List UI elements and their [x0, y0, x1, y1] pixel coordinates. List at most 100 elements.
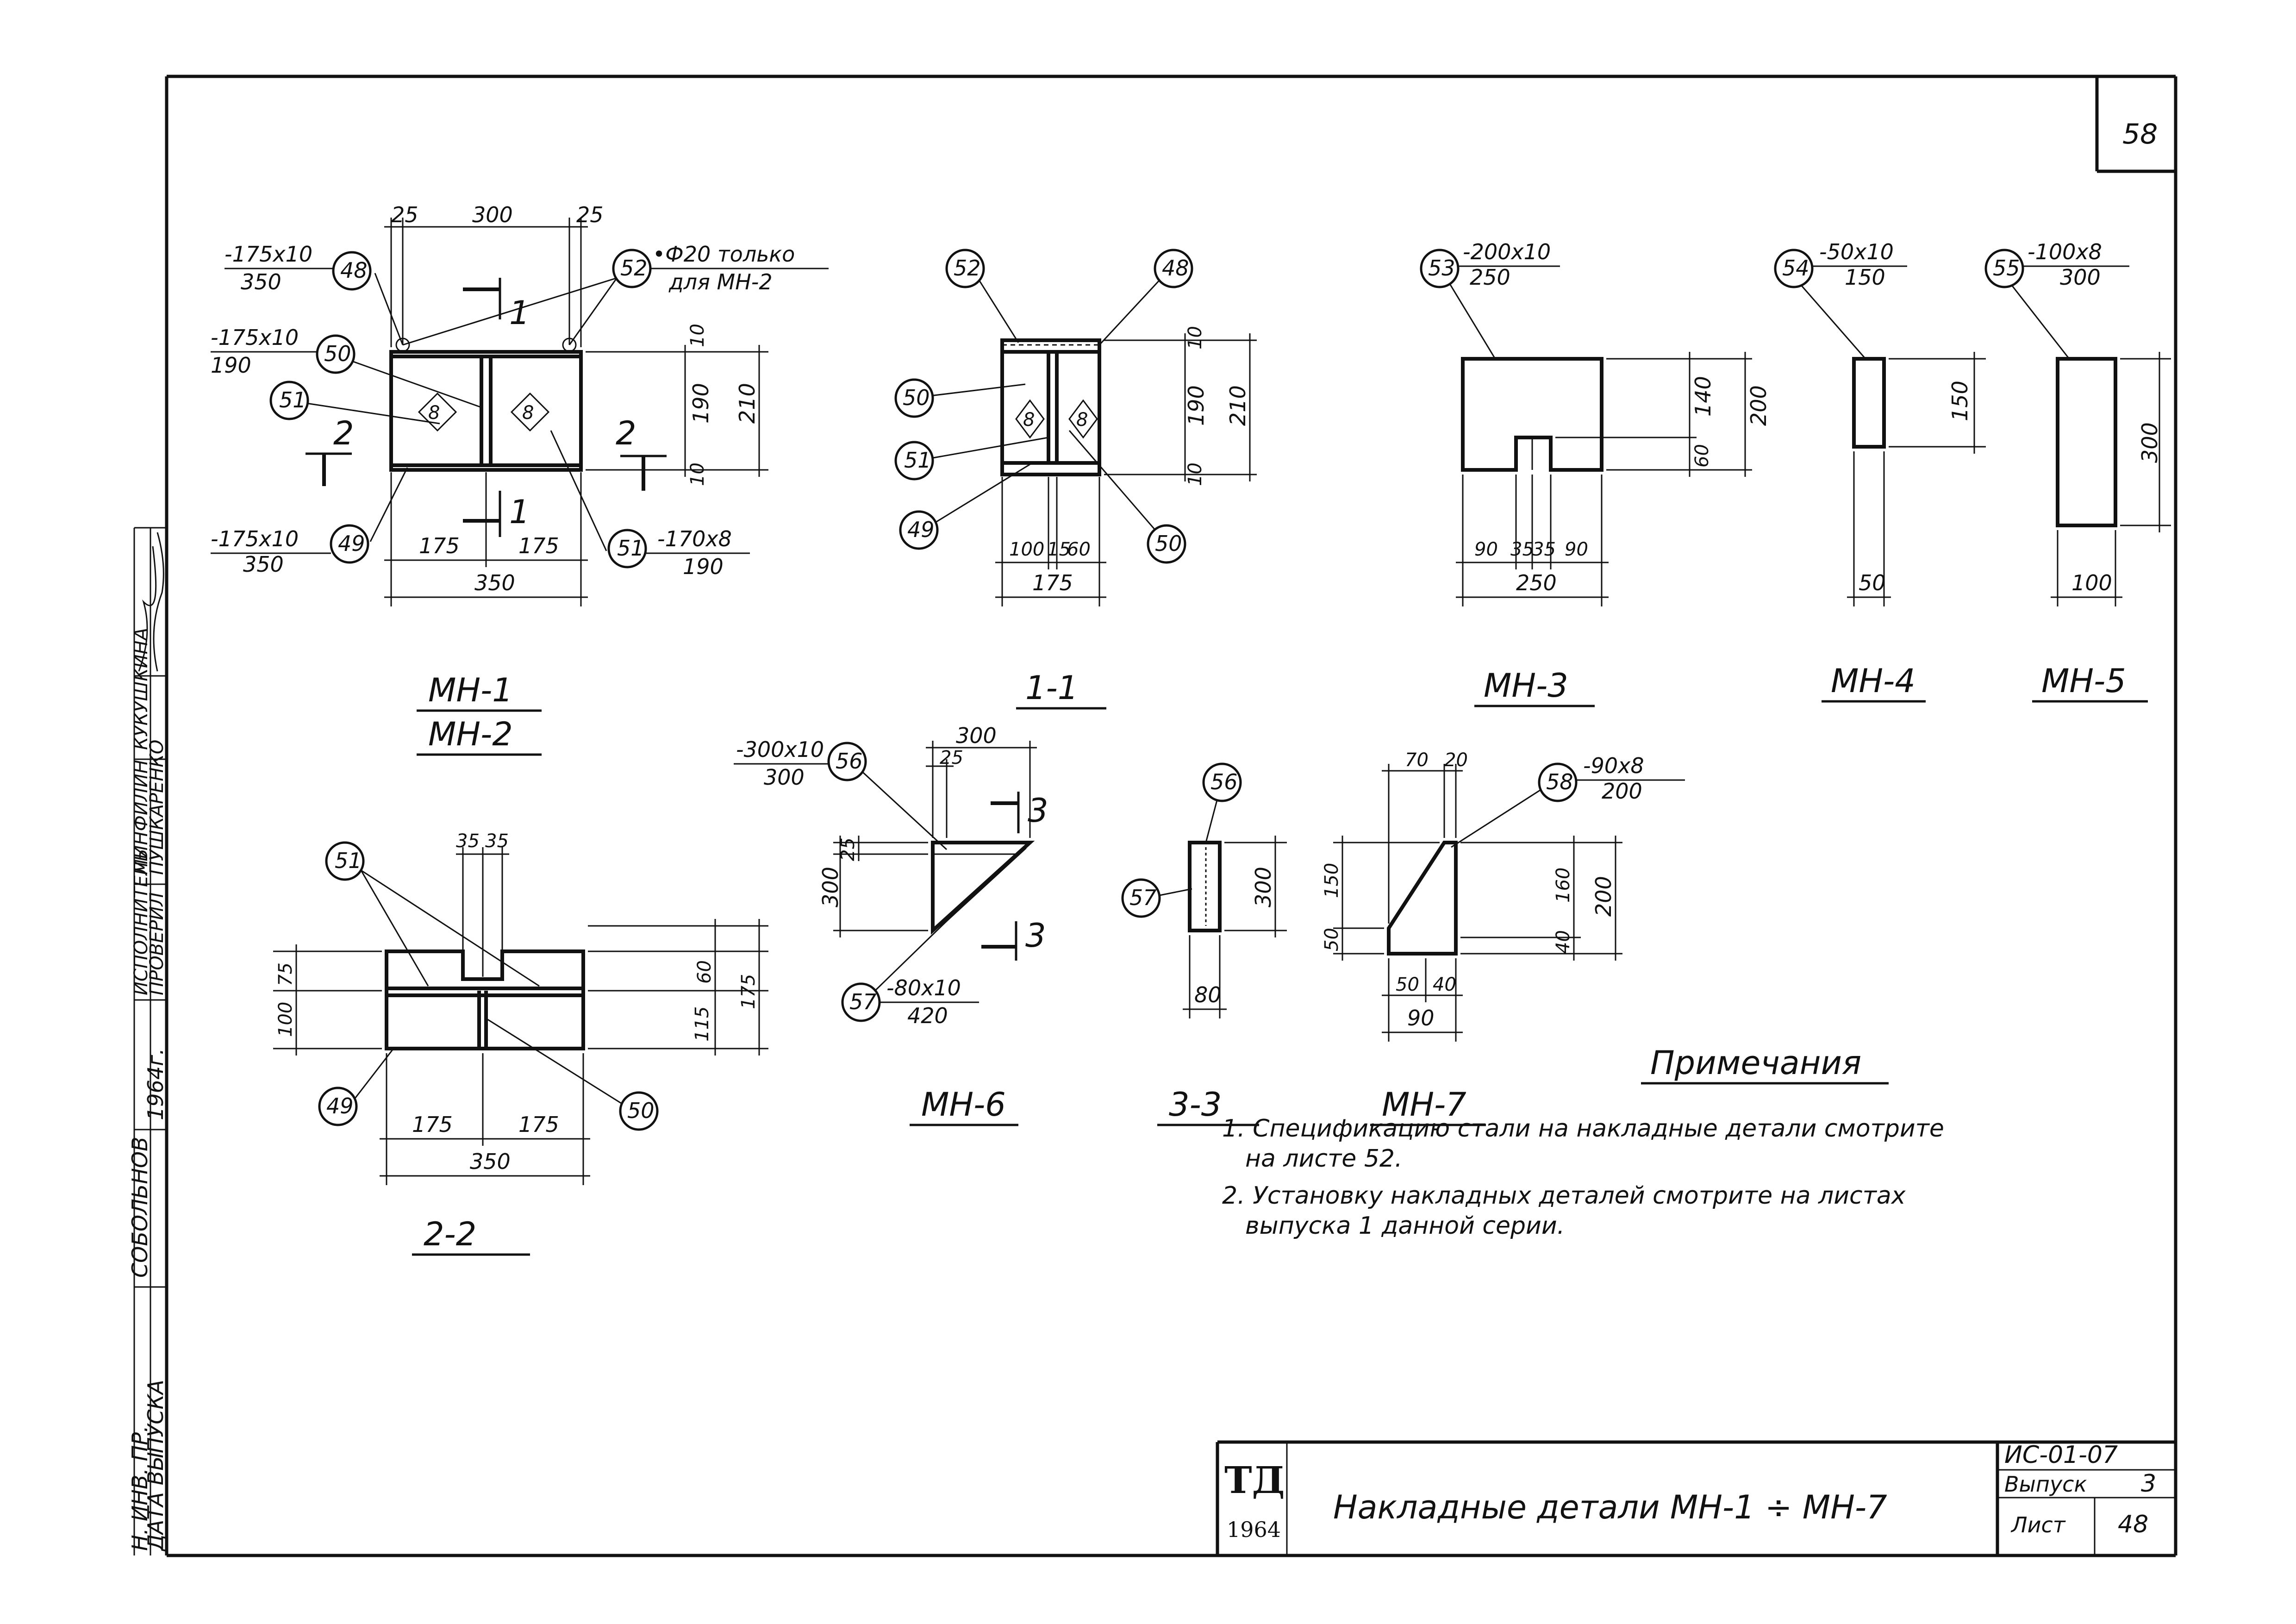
svg-text:35: 35	[1510, 539, 1534, 560]
svg-text:250: 250	[1470, 265, 1510, 290]
stamp-checked: ПРОВЕРИЛ	[146, 892, 168, 995]
svg-text:53: 53	[1428, 256, 1455, 281]
note-2: 2. Установку накладных деталей смотрите …	[1222, 1182, 1906, 1210]
svg-text:300: 300	[818, 867, 843, 907]
s33-bubble-57	[1121, 878, 1161, 918]
issue-number: 3	[2141, 1470, 2156, 1498]
svg-text:140: 140	[1691, 376, 1716, 417]
svg-text:175: 175	[1032, 570, 1073, 595]
s22-bubble-51	[325, 841, 365, 881]
sheet-number: 48	[2118, 1511, 2148, 1538]
svg-text:350: 350	[470, 1149, 511, 1174]
mn4-body	[1852, 357, 1886, 449]
svg-text:300: 300	[1251, 867, 1276, 907]
caption-mn7: МН-7	[1382, 1086, 1466, 1124]
svg-text:300: 300	[472, 202, 513, 227]
s33-body	[1188, 841, 1222, 932]
bubble-51	[269, 381, 309, 420]
mn7-bubble-58	[1538, 762, 1578, 802]
svg-text:49: 49	[907, 517, 935, 542]
s22-bubble-50	[619, 1091, 659, 1131]
s11-body	[1000, 338, 1101, 476]
svg-text:175: 175	[518, 1112, 559, 1137]
s11-bubble-50	[894, 378, 934, 418]
svg-text:40: 40	[1553, 930, 1574, 954]
svg-text:35: 35	[485, 831, 509, 852]
svg-text:115: 115	[692, 1006, 713, 1042]
caption-mn6: МН-6	[921, 1086, 1006, 1124]
svg-text:80: 80	[1194, 982, 1222, 1007]
drawing-section-2-2: 35 35 75 100 60 115 175 175 175 350	[273, 831, 768, 1256]
sheet-title: Накладные детали МН-1 ÷ МН-7	[1333, 1488, 1887, 1526]
svg-text:420: 420	[907, 1003, 948, 1028]
drawing-mn6: 300 25 25 300 3 3 56 -300x10 300 57 -80x…	[734, 723, 1048, 1126]
svg-text:57: 57	[849, 989, 877, 1014]
caption-mn1: МН-1	[428, 671, 513, 709]
svg-text:210: 210	[1225, 385, 1250, 426]
mn6-bubble-56	[827, 742, 867, 781]
svg-text:300: 300	[2060, 265, 2101, 290]
s11-bubble-52	[945, 249, 985, 288]
caption-mn5: МН-5	[2041, 662, 2126, 700]
mn5-body	[2056, 357, 2117, 527]
svg-text:350: 350	[243, 552, 284, 577]
note-1: 1. Спецификацию стали на накладные детал…	[1222, 1115, 1944, 1143]
stamp-executor: ИСПОЛНИТЕЛЬ	[131, 849, 152, 995]
drawing-mn7: 70 20 150 50 160 40 200 50 40 90 58 -90x…	[1321, 750, 1685, 1126]
svg-text:8: 8	[1023, 409, 1035, 431]
svg-text:50: 50	[903, 385, 930, 410]
svg-text:35: 35	[456, 831, 480, 852]
svg-text:10: 10	[1185, 462, 1206, 486]
svg-text:-175x10: -175x10	[211, 325, 299, 350]
svg-text:49: 49	[338, 531, 365, 556]
svg-text:300: 300	[956, 723, 997, 748]
caption-3-3: 3-3	[1169, 1086, 1222, 1124]
svg-text:50: 50	[1396, 974, 1419, 995]
doc-code: ИС-01-07	[2004, 1441, 2118, 1469]
svg-text:50: 50	[1321, 928, 1342, 951]
drawing-section-1-1: 8 8 10 190 10 210 100 15 60 175 52 48	[894, 249, 1257, 710]
svg-text:-100x8: -100x8	[2028, 239, 2102, 264]
svg-text:56: 56	[1210, 769, 1238, 794]
svg-text:49: 49	[326, 1093, 354, 1118]
svg-text:15: 15	[1047, 539, 1071, 560]
svg-text:190: 190	[211, 353, 251, 378]
svg-text:25: 25	[391, 202, 418, 227]
svg-text:100: 100	[1009, 539, 1044, 560]
svg-text:-170x8: -170x8	[657, 526, 732, 551]
s22-bubble-49	[318, 1087, 358, 1126]
stamp-issue-date: ДАТА ВЫПУСКА	[143, 1380, 168, 1552]
svg-text:200: 200	[1746, 385, 1771, 426]
svg-text:48: 48	[340, 258, 368, 283]
bubble-49	[330, 524, 369, 564]
svg-text:-300x10: -300x10	[736, 737, 824, 762]
logo-year: 1964	[1227, 1517, 1281, 1542]
svg-text:2: 2	[333, 414, 354, 452]
svg-text:300: 300	[2137, 422, 2162, 463]
svg-text:51: 51	[904, 448, 931, 473]
svg-text:48: 48	[1162, 256, 1189, 281]
svg-text:160: 160	[1553, 868, 1574, 903]
svg-text:50: 50	[324, 341, 351, 366]
svg-text:210: 210	[735, 383, 760, 424]
svg-text:•Ф20 только: •Ф20 только	[653, 242, 795, 267]
svg-text:350: 350	[241, 269, 281, 294]
s11-bubble-50b	[1147, 524, 1186, 564]
svg-text:-80x10: -80x10	[886, 975, 961, 1000]
logo-letters: ТД	[1224, 1458, 1285, 1502]
svg-text:190: 190	[683, 554, 724, 579]
caption-1-1: 1-1	[1025, 669, 1078, 707]
drawing-mn3: 140 60 200 90 35 35 90 250 53 -200x10 25…	[1420, 239, 1771, 707]
notes-heading: Примечания	[1650, 1044, 1861, 1082]
svg-text:100: 100	[2071, 570, 2112, 595]
svg-text:-175x10: -175x10	[225, 242, 312, 267]
svg-text:-200x10: -200x10	[1463, 239, 1551, 264]
bubble-50	[316, 334, 356, 374]
svg-text:56: 56	[836, 749, 863, 774]
svg-text:10: 10	[1185, 326, 1206, 350]
title-block: ТД 1964 Накладные детали МН-1 ÷ МН-7 ИС-…	[1216, 1440, 2176, 1555]
svg-text:10: 10	[687, 462, 708, 486]
svg-text:51: 51	[617, 536, 644, 561]
svg-text:25: 25	[576, 202, 604, 227]
svg-text:100: 100	[275, 1002, 296, 1037]
